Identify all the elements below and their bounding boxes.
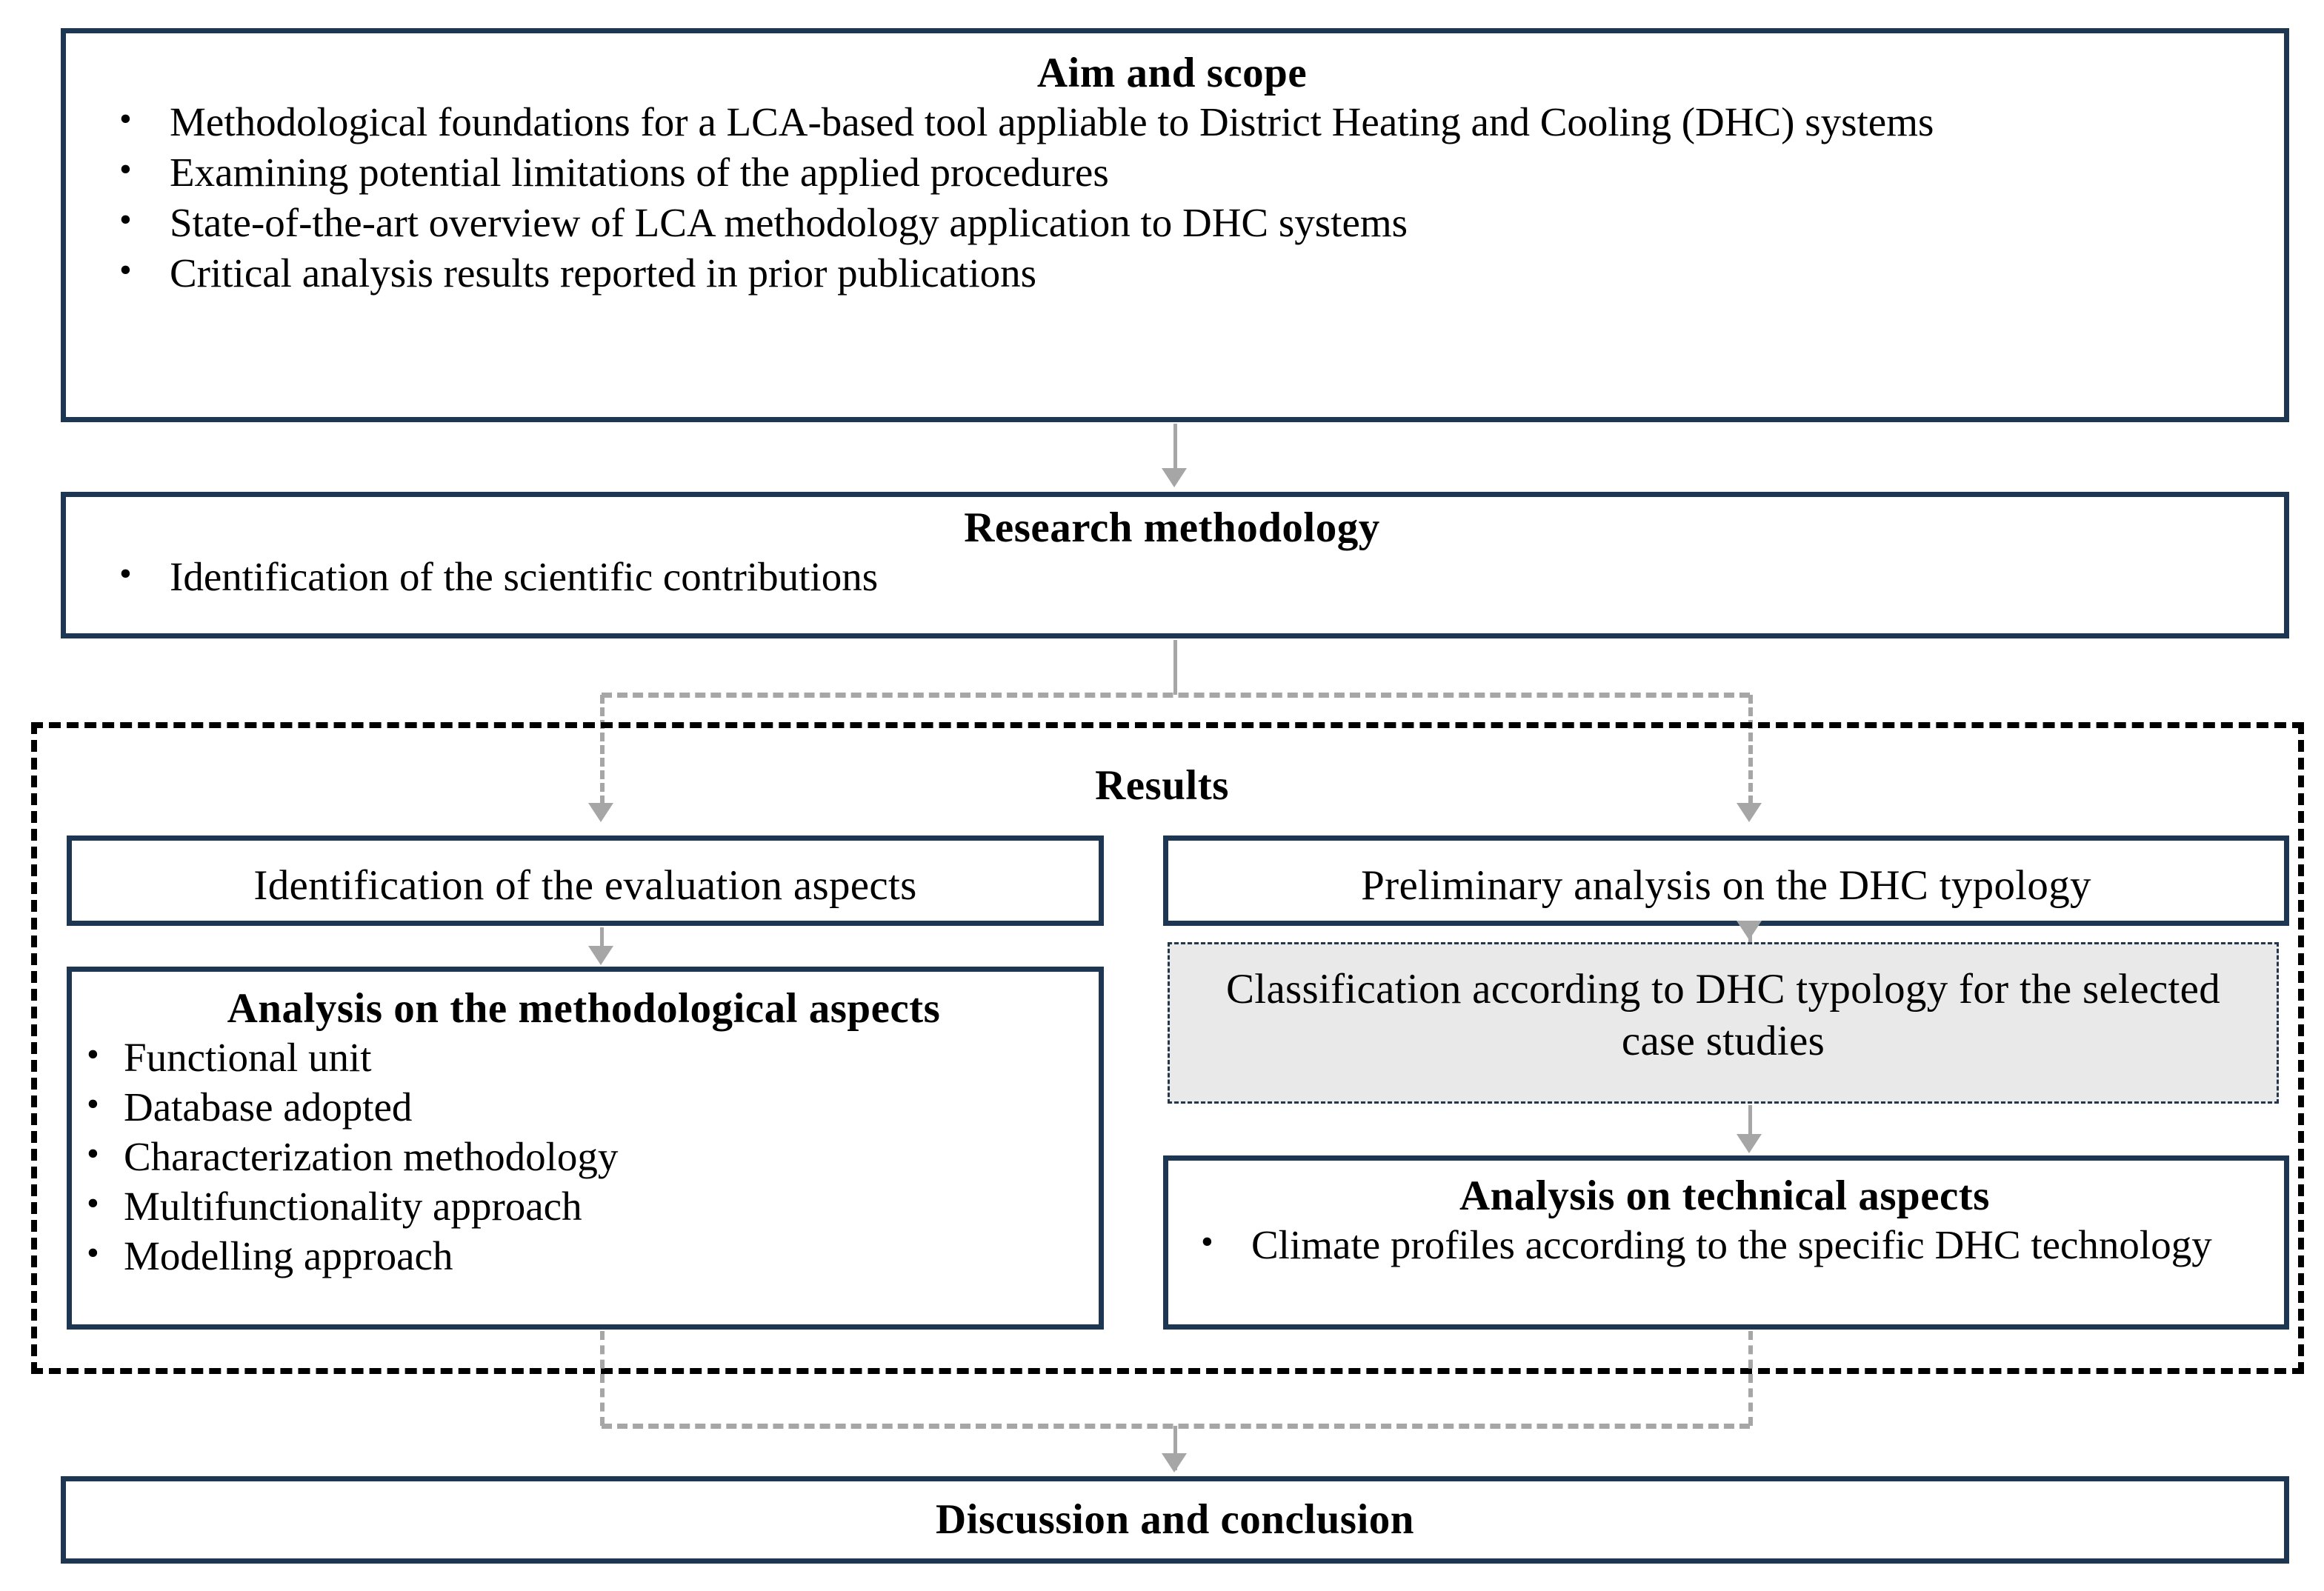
classification-dhc-typology-content: Classification according to DHC typology…: [1170, 944, 2277, 1067]
discussion-and-conclusion-title: Discussion and conclusion: [935, 1496, 1415, 1543]
results-label: Results: [1095, 762, 1229, 809]
connector-classification-to-technical-line: [1748, 1105, 1752, 1136]
list-item: Multifunctionality approach: [82, 1180, 1085, 1231]
analysis-methodological-aspects-content: Analysis on the methodological aspects F…: [72, 972, 1099, 1281]
classification-dhc-typology-box: Classification according to DHC typology…: [1168, 942, 2279, 1104]
analysis-technical-aspects-title: Analysis on technical aspects: [1459, 1173, 1990, 1219]
list-item: Climate profiles according to the specif…: [1188, 1218, 2262, 1270]
connector-merge-right-branch: [1748, 1331, 1753, 1426]
list-item: Identification of the scientific contrib…: [99, 550, 2245, 602]
connector-methodology-left-arrowhead-icon: [588, 803, 613, 822]
list-item: State-of-the-art overview of LCA methodo…: [99, 196, 2245, 248]
connector-prelim-to-classification-arrowhead-icon: [1737, 921, 1762, 940]
analysis-technical-aspects-bullet-list: Climate profiles according to the specif…: [1188, 1218, 2262, 1270]
list-item: Examining potential limitations of the a…: [99, 146, 2245, 198]
connector-aim-to-methodology-line: [1173, 424, 1177, 470]
classification-dhc-typology-label: Classification according to DHC typology…: [1225, 966, 2220, 1064]
preliminary-analysis-box: Preliminary analysis on the DHC typology: [1163, 835, 2289, 926]
connector-methodology-stem: [1173, 640, 1177, 695]
connector-aim-to-methodology-arrowhead-icon: [1162, 468, 1187, 487]
research-methodology-title: Research methodology: [964, 504, 1380, 551]
identification-evaluation-aspects-content: Identification of the evaluation aspects: [72, 841, 1099, 912]
results-region: [31, 722, 2304, 1374]
identification-evaluation-aspects-label: Identification of the evaluation aspects: [253, 862, 917, 909]
list-item: Modelling approach: [82, 1230, 1085, 1281]
list-item: Characterization methodology: [82, 1130, 1085, 1181]
research-methodology-content: Research methodology Identification of t…: [66, 497, 2284, 602]
connector-methodology-right-arrowhead-icon: [1737, 803, 1762, 822]
connector-eval-to-methodological-line: [600, 927, 604, 948]
list-item: Critical analysis results reported in pr…: [99, 247, 2245, 298]
connector-methodology-right-branch: [1748, 695, 1753, 804]
aim-and-scope-box: Aim and scope Methodological foundations…: [61, 28, 2289, 422]
list-item: Functional unit: [82, 1031, 1085, 1082]
connector-merge-arrowhead-icon: [1162, 1453, 1187, 1472]
preliminary-analysis-content: Preliminary analysis on the DHC typology: [1168, 841, 2284, 912]
analysis-methodological-aspects-title: Analysis on the methodological aspects: [227, 985, 941, 1032]
aim-and-scope-content: Aim and scope Methodological foundations…: [66, 33, 2284, 298]
list-item: Methodological foundations for a LCA-bas…: [99, 96, 2245, 147]
discussion-and-conclusion-box: Discussion and conclusion: [61, 1476, 2289, 1564]
identification-evaluation-aspects-box: Identification of the evaluation aspects: [67, 835, 1104, 926]
research-methodology-box: Research methodology Identification of t…: [61, 492, 2289, 638]
analysis-methodological-aspects-box: Analysis on the methodological aspects F…: [67, 967, 1104, 1330]
research-methodology-bullet-list: Identification of the scientific contrib…: [99, 550, 2245, 602]
discussion-and-conclusion-content: Discussion and conclusion: [66, 1481, 2284, 1544]
connector-merge-stem: [1173, 1426, 1177, 1470]
analysis-technical-aspects-content: Analysis on technical aspects Climate pr…: [1168, 1161, 2284, 1270]
analysis-technical-aspects-box: Analysis on technical aspects Climate pr…: [1163, 1155, 2289, 1330]
list-item: Database adopted: [82, 1081, 1085, 1132]
connector-methodology-left-branch: [600, 695, 605, 804]
aim-and-scope-title: Aim and scope: [1036, 50, 1308, 96]
connector-eval-to-methodological-arrowhead-icon: [588, 946, 613, 965]
preliminary-analysis-label: Preliminary analysis on the DHC typology: [1361, 862, 2091, 909]
connector-merge-left-branch: [600, 1331, 605, 1426]
aim-and-scope-bullet-list: Methodological foundations for a LCA-bas…: [99, 96, 2245, 298]
connector-methodology-split-bar: [602, 693, 1750, 698]
analysis-methodological-aspects-bullet-list: Functional unit Database adopted Charact…: [82, 1031, 1085, 1281]
connector-classification-to-technical-arrowhead-icon: [1737, 1134, 1762, 1153]
